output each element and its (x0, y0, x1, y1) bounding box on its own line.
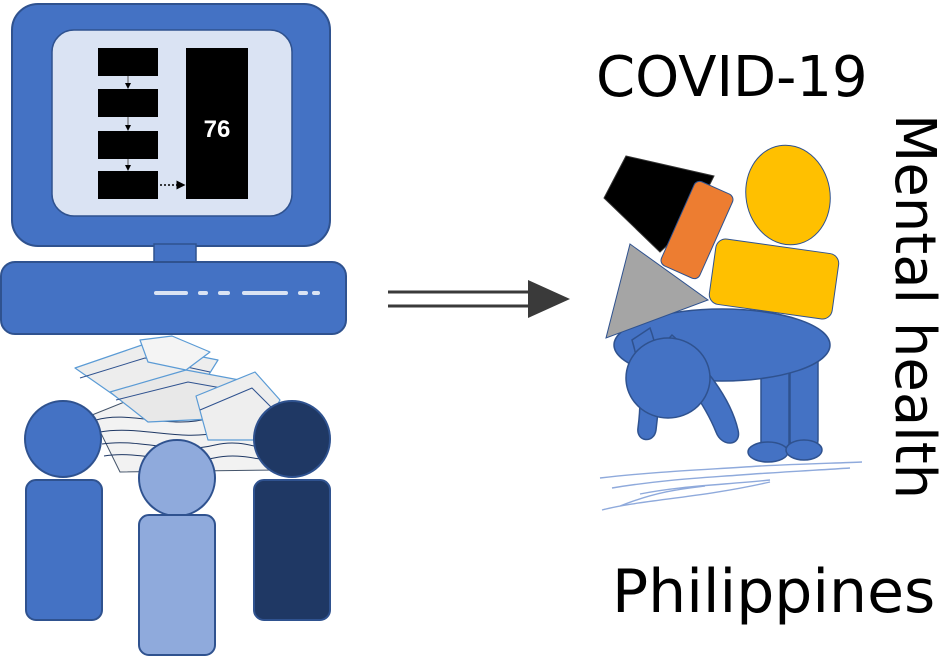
person-head (253, 400, 331, 478)
flow-box (98, 89, 158, 117)
burden-yellow-oval (745, 144, 831, 246)
person-body (25, 479, 103, 621)
included-studies-count: 76 (204, 116, 231, 143)
burden-yellow-block (708, 238, 840, 320)
burden-gray-triangle (605, 243, 710, 339)
country-label: Philippines (612, 557, 935, 627)
burden-orange-shape (660, 180, 734, 280)
researchers-group (24, 400, 331, 656)
burdened-person-illustration (599, 144, 863, 511)
person-head (138, 439, 216, 517)
covid-label: COVID-19 (596, 45, 868, 110)
monitor-base (0, 261, 347, 335)
person-body (138, 514, 216, 656)
monitor-screen (51, 29, 293, 217)
screening-flow-diagram: 76 (98, 48, 248, 199)
flow-box (98, 131, 158, 159)
included-studies-box (186, 48, 248, 199)
ground-scribble (599, 461, 863, 511)
flow-box (98, 171, 158, 199)
mental-health-label: Mental health (882, 114, 947, 499)
person-head (24, 400, 102, 478)
flow-box (98, 48, 158, 76)
computer-illustration: 76 (0, 3, 347, 335)
person-body (253, 479, 331, 621)
process-arrow (388, 280, 570, 318)
